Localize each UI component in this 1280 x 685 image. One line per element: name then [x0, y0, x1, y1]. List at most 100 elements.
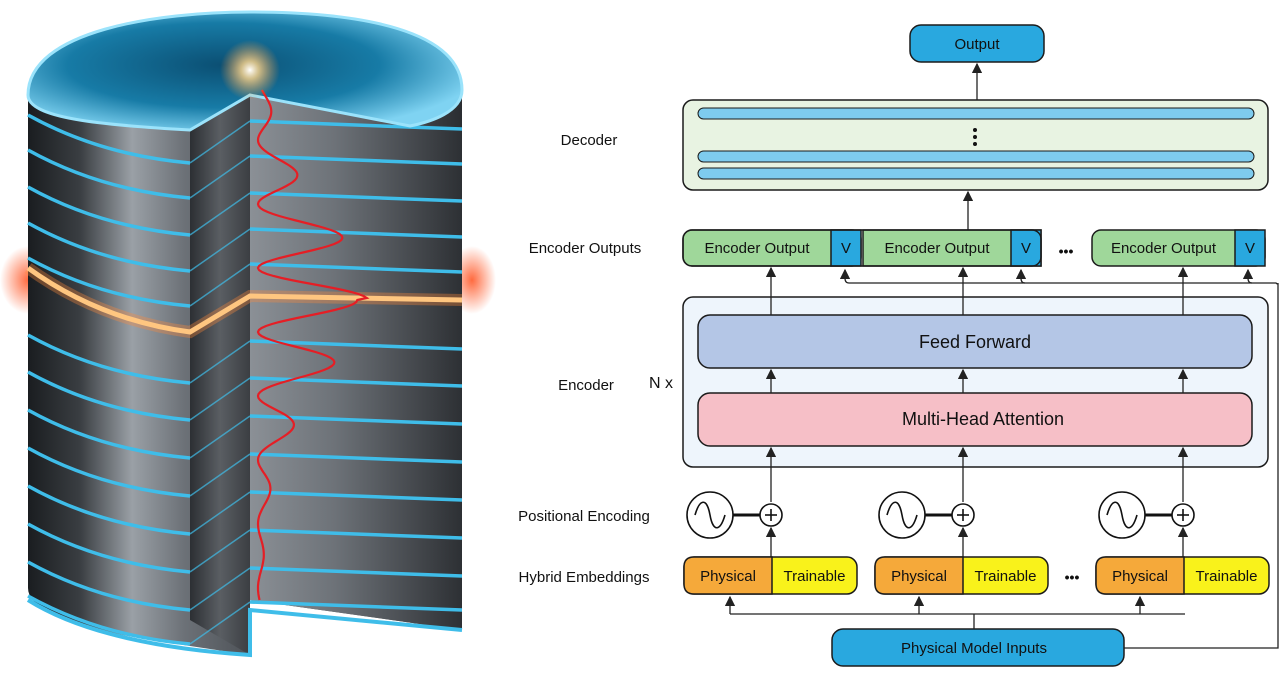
layer-ring-front [27, 256, 191, 308]
layer-ring-front [27, 185, 191, 237]
layer-ring-cut [189, 120, 251, 164]
layer-ring-right [249, 600, 463, 612]
input-bus [730, 613, 1185, 629]
layer-ring-cut [189, 529, 251, 573]
vertical-dot [973, 128, 977, 132]
layer-ring-right [249, 339, 463, 351]
physical-model-inputs-label: Physical Model Inputs [901, 640, 1047, 657]
repeat-label: N x [649, 375, 673, 392]
v-feedback-line [849, 282, 1279, 649]
encoder-outputs-label: Encoder Outputs [529, 240, 642, 257]
trainable-text: Trainable [784, 568, 846, 585]
layer-ring-cut [189, 491, 251, 535]
encoder-output-text: Encoder Output [1111, 240, 1217, 257]
physical-segment [874, 556, 964, 595]
decoder-label: Decoder [561, 132, 618, 149]
multi-head-attention-label: Multi-Head Attention [902, 409, 1064, 429]
hybrid-embeddings-row: Physical Trainable Physical Trainable Physic… [683, 556, 1270, 595]
physical-segment [1095, 556, 1185, 595]
layer-rings [26, 113, 463, 658]
cut-face [190, 95, 250, 655]
layer-ring-right [249, 566, 463, 578]
physical-text: Physical [1112, 568, 1168, 585]
vertical-dot [973, 142, 977, 146]
v-text: V [841, 240, 851, 257]
highlight-layer-glow [24, 263, 463, 339]
encoder-outputs-row: Encoder Output V Encoder Output V Encoder Ou… [682, 229, 1266, 267]
layer-ring-front [27, 221, 191, 273]
layer-ring-right [249, 414, 463, 426]
physical-segment [683, 556, 773, 595]
encoder-arrows [765, 266, 1189, 502]
layer-ring-cut [189, 340, 251, 384]
vertical-dot [973, 135, 977, 139]
feed-forward-box [697, 314, 1253, 369]
sine-wave-curve [886, 501, 918, 529]
decoder-layer-bar [697, 150, 1255, 163]
layer-ring-cut [189, 601, 251, 645]
layer-ring-front [27, 446, 191, 498]
encoder-outputs-frame [682, 229, 1042, 267]
layer-ring-right [249, 528, 463, 540]
layer-ring-front [27, 148, 191, 200]
layer-ring-cut [189, 155, 251, 199]
layer-ring-right [249, 376, 463, 388]
encoder-label: Encoder [558, 377, 614, 394]
layer-ring-front [27, 522, 191, 574]
layer-ring-bottom [26, 598, 463, 658]
decoder-layer-bar [697, 107, 1255, 120]
layer-ring-right [249, 262, 463, 274]
sine-wave-curve [1106, 501, 1138, 529]
encoder-output-text: Encoder Output [704, 240, 810, 257]
arrow-v-3 [1242, 268, 1254, 284]
layer-ring-cut [189, 567, 251, 611]
multi-head-attention-box [697, 392, 1253, 447]
encoder-output-text: Encoder Output [884, 240, 990, 257]
v-cell [1234, 229, 1266, 267]
v-text: V [1245, 240, 1255, 257]
positional-encoding-label: Positional Encoding [518, 508, 650, 525]
layered-cylinder-illustration [0, 10, 496, 658]
trainable-text: Trainable [1196, 568, 1258, 585]
layer-ring-front [27, 113, 191, 165]
embeddings-ellipsis: ••• [1065, 569, 1080, 585]
layer-ring-front [27, 484, 191, 536]
v-cell [830, 229, 862, 267]
highlight-layer [26, 265, 463, 335]
layer-ring-cut [189, 192, 251, 236]
layer-ring-right [249, 191, 463, 203]
layer-ring-right [249, 119, 463, 131]
output-box [909, 24, 1045, 63]
layer-ring-front [27, 594, 191, 646]
physical-text: Physical [700, 568, 756, 585]
layer-ring-right [249, 154, 463, 166]
arrow-v-2 [1015, 268, 1027, 284]
layer-ring-cut [189, 377, 251, 421]
layer-ring-cut [189, 415, 251, 459]
layer-ring-cut [189, 263, 251, 307]
layer-ring-cut [189, 228, 251, 272]
top-flare [220, 40, 280, 100]
layer-ring-front [27, 333, 191, 385]
red-wave [256, 89, 370, 601]
layer-ring-front [27, 370, 191, 422]
layer-ring-front [27, 408, 191, 460]
layer-ring-cut [189, 453, 251, 497]
sine-wave-curve [694, 501, 726, 529]
positional-encoding-row [686, 491, 1195, 557]
decoder-layer-bar [697, 167, 1255, 180]
encoder-outputs-ellipsis: ••• [1059, 243, 1074, 259]
physical-text: Physical [891, 568, 947, 585]
layer-ring-right [249, 452, 463, 464]
feed-forward-label: Feed Forward [919, 332, 1031, 352]
layer-ring-right [249, 490, 463, 502]
hybrid-embeddings-label: Hybrid Embeddings [519, 569, 650, 586]
v-text: V [1021, 240, 1031, 257]
arrow-v-1 [839, 268, 851, 284]
layer-ring-front [27, 560, 191, 612]
trainable-text: Trainable [975, 568, 1037, 585]
layer-ring-right [249, 227, 463, 239]
output-label: Output [954, 36, 1000, 53]
